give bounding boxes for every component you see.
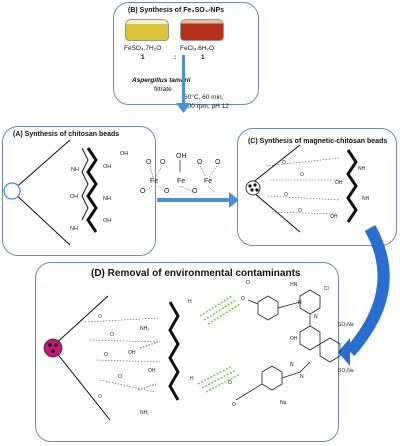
d-nh2-1: NH₂ (140, 326, 149, 332)
c-o-2: O (300, 172, 304, 178)
panel-a-chem-labels: NH OH OH NH OH NH OH (70, 151, 128, 232)
d-nh2-2: NH₂ (140, 410, 149, 416)
fe-o-7: O (192, 188, 198, 195)
panel-a-chitosan-beads: (A) Synthesis of chitosan beads (2, 126, 156, 256)
d-o-9: O (232, 402, 236, 408)
d-o-7: O (246, 280, 250, 286)
d-oh-1: OH (128, 350, 136, 356)
magnetic-bead (245, 180, 261, 196)
a-oh-1: OH (103, 164, 111, 170)
d-o-3: O (104, 352, 108, 358)
chitosan-bead (3, 182, 21, 200)
fe-o-1: O (146, 159, 152, 166)
a-nh-1: NH (71, 167, 79, 173)
d-so3na-1: SO₃Na (338, 322, 354, 328)
condition-line-1: 60°C, 60 min, (184, 94, 224, 101)
d-h-1: H (188, 299, 192, 305)
yellow-solution-tube (125, 19, 169, 41)
d-o-5: O (98, 394, 102, 400)
d-na: Na (280, 400, 287, 406)
panel-c-structure (245, 144, 358, 233)
d-o-4: O (118, 374, 122, 380)
panel-d-title: (D) Removal of environmental contaminant… (91, 268, 301, 279)
panel-c-chem-labels: O O O O OH NH OH NH (282, 160, 370, 220)
c-oh-1: OH (335, 180, 343, 186)
fe-o-6: O (164, 188, 170, 195)
d-o-2: O (110, 332, 114, 338)
reagent-1-label: FeSO₄.7H₂O (124, 45, 162, 52)
panel-d-contaminant-removal: (D) Removal of environmental contaminant… (35, 262, 339, 442)
panel-a-structure (3, 139, 98, 246)
reagent-2-label: FeCl₃.6H₂O (180, 45, 215, 52)
d-o-8: O (228, 380, 232, 386)
panel-b-fe-nanoparticle-synthesis: (B) Synthesis of Fe₃SO₄-NPs FeSO₄.7H₂O F… (113, 2, 259, 110)
panel-a-title: (A) Synthesis of chitosan beads (13, 131, 120, 138)
d-cl: Cl (324, 286, 329, 292)
ratio-separator: : (174, 54, 177, 61)
d-so3na-2: SO₃Na (338, 368, 354, 374)
fe-o-4: O (215, 159, 221, 166)
panel-c-magnetic-chitosan-beads: (C) Synthesis of magnetic-chitosan beads (237, 128, 397, 246)
fe-2: Fe (177, 178, 185, 185)
removal-bead (43, 338, 63, 358)
fe-3: Fe (204, 178, 212, 185)
d-h-2: H (190, 376, 194, 382)
arrow-right (157, 192, 239, 208)
fe-o-3: O (197, 159, 203, 166)
d-o-6: O (241, 296, 245, 302)
d-oh-2: OH (148, 368, 156, 374)
a-nh-2: NH (103, 196, 111, 202)
panel-d-chem-labels: O O O O O OH OH NH₂ NH₂ H H O O HN N N C… (98, 280, 354, 416)
d-n-1: N (298, 300, 302, 306)
arrow-down (176, 55, 191, 113)
fe-complex: OH Fe Fe Fe O O O O O O O (140, 153, 221, 195)
panel-d-structure (43, 289, 341, 421)
fe-o-2: O (160, 159, 166, 166)
red-solution-tube (180, 19, 224, 41)
d-oh-3: OH (290, 336, 298, 342)
d-n-4: N (300, 374, 304, 380)
d-hn: HN (290, 282, 298, 288)
c-o-1: O (282, 160, 286, 166)
c-nh-2: NH (358, 166, 366, 172)
curved-arrow (338, 225, 390, 366)
c-nh-1: NH (362, 196, 370, 202)
organism-label: Aspergillus tamarii (132, 77, 191, 84)
c-oh-2: OH (330, 214, 338, 220)
c-o-3: O (284, 192, 288, 198)
filtrate-label: filtrate (154, 86, 172, 93)
fe-1: Fe (150, 178, 158, 185)
a-oh-3: OH (103, 218, 111, 224)
a-oh-2: OH (70, 194, 78, 200)
d-n-2: N (314, 314, 318, 320)
ratio-2: 1 (201, 54, 205, 61)
ratio-1: 1 (141, 54, 145, 61)
a-nh-3: NH (70, 226, 78, 232)
c-o-4: O (298, 208, 302, 214)
condition-line-2: 100 rpm, pH 12 (184, 103, 229, 110)
d-n-3: N (290, 362, 294, 368)
fe-o-5: O (140, 188, 146, 195)
panel-b-title: (B) Synthesis of Fe₃SO₄-NPs (128, 7, 225, 14)
d-o-1: O (98, 314, 102, 320)
a-oh-4: OH (120, 151, 128, 157)
panel-c-title: (C) Synthesis of magnetic-chitosan beads (248, 138, 388, 145)
fe-oh: OH (176, 153, 187, 160)
